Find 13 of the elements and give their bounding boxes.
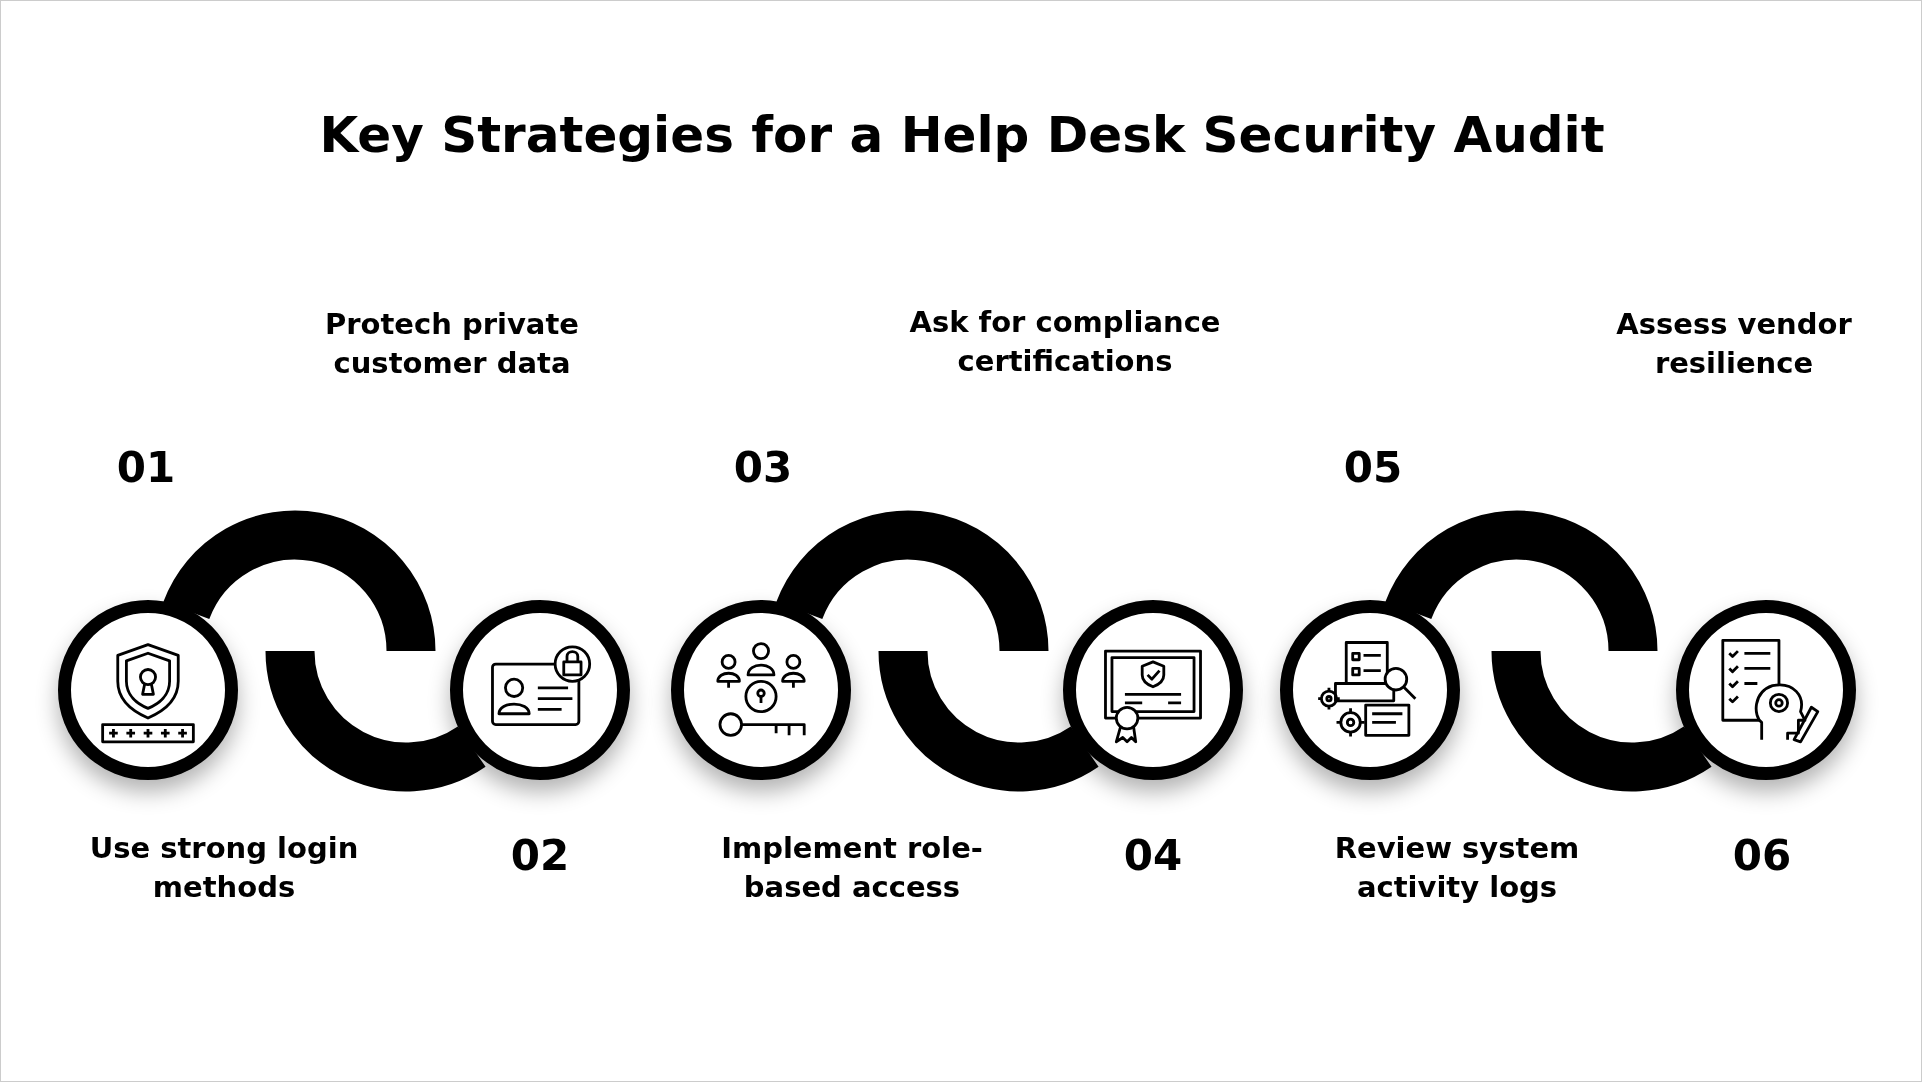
step-number: 01: [116, 442, 176, 492]
step-number: 03: [733, 442, 793, 492]
step-description: Ask for compliance certifications: [908, 304, 1222, 380]
step-description: Protech private customer data: [324, 306, 580, 382]
step-number: 06: [1732, 830, 1792, 880]
step-description: Assess vendor resilience: [1615, 306, 1853, 382]
step-description: Implement role-based access: [720, 830, 984, 906]
step-number: 05: [1343, 442, 1403, 492]
diagram-title: Key Strategies for a Help Desk Security Audit: [318, 106, 1606, 164]
step-description: Use strong login methods: [88, 830, 360, 906]
step-number: 02: [510, 830, 570, 880]
step-number: 04: [1123, 830, 1183, 880]
step-description: Review system activity logs: [1333, 830, 1581, 906]
